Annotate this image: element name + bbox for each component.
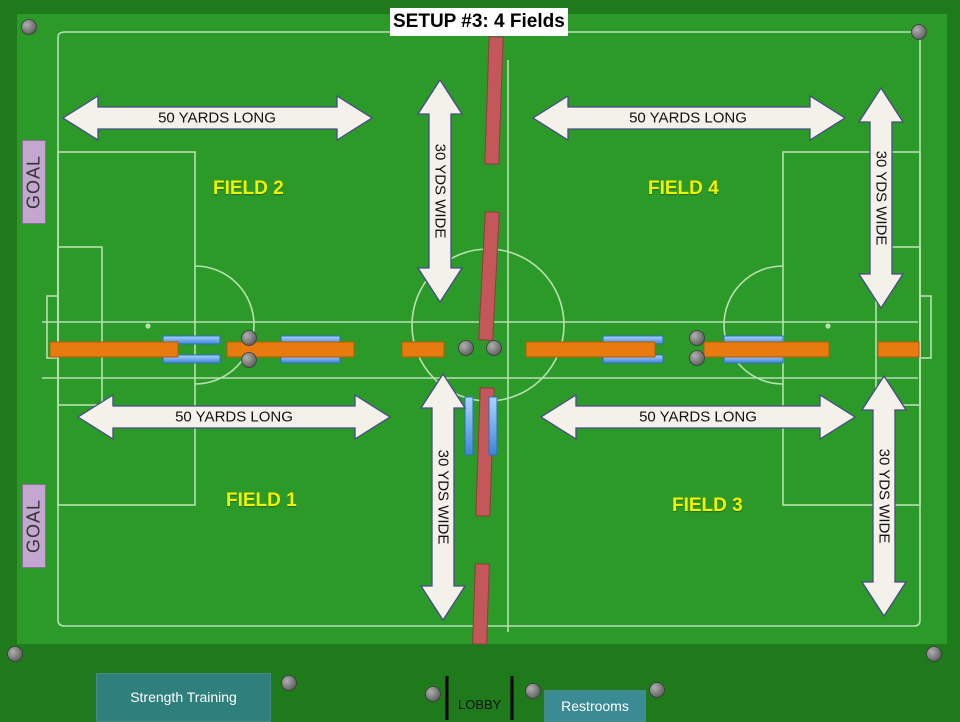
red-dividers [472,36,504,645]
arrow-field4-width [857,86,905,310]
strength-training-area: Strength Training [96,673,271,722]
arrow-field1-width [419,372,467,622]
goal-top: GOAL [22,140,46,224]
width-arrows [416,78,908,622]
blue-markers [162,335,784,456]
goal-bottom: GOAL [22,484,46,568]
setup-title: SETUP #3: 4 Fields [390,8,568,36]
field-1-width-label: 30 YDS WIDE [434,449,452,545]
field-3-label: FIELD 3 [672,495,743,516]
orange-dividers [49,341,920,358]
field-2-width-label: 30 YDS WIDE [431,143,449,239]
field-4-label: FIELD 4 [648,178,719,199]
arrow-field3-width [860,374,908,618]
arrow-field2-length [61,94,374,142]
restrooms-area: Restrooms [544,690,646,722]
lobby-posts [445,676,514,720]
field-1-length-label: 50 YARDS LONG [175,408,293,426]
field-3-length-label: 50 YARDS LONG [639,408,757,426]
arrow-field3-length [539,393,857,441]
arrow-field4-length [531,94,847,142]
field-4-width-label: 30 YDS WIDE [872,150,890,246]
arrow-field2-width [416,78,464,304]
field-2-label: FIELD 2 [213,178,284,199]
arrow-field1-length [76,393,392,441]
field-3-width-label: 30 YDS WIDE [875,448,893,544]
field-4-length-label: 50 YARDS LONG [629,109,747,127]
goal-top-label: GOAL [23,154,44,210]
cones [7,19,942,702]
goal-bottom-label: GOAL [23,498,44,554]
field-2-length-label: 50 YARDS LONG [158,109,276,127]
lobby-label: LOBBY [458,697,502,712]
length-arrows [61,94,857,441]
field-1-label: FIELD 1 [226,490,297,511]
